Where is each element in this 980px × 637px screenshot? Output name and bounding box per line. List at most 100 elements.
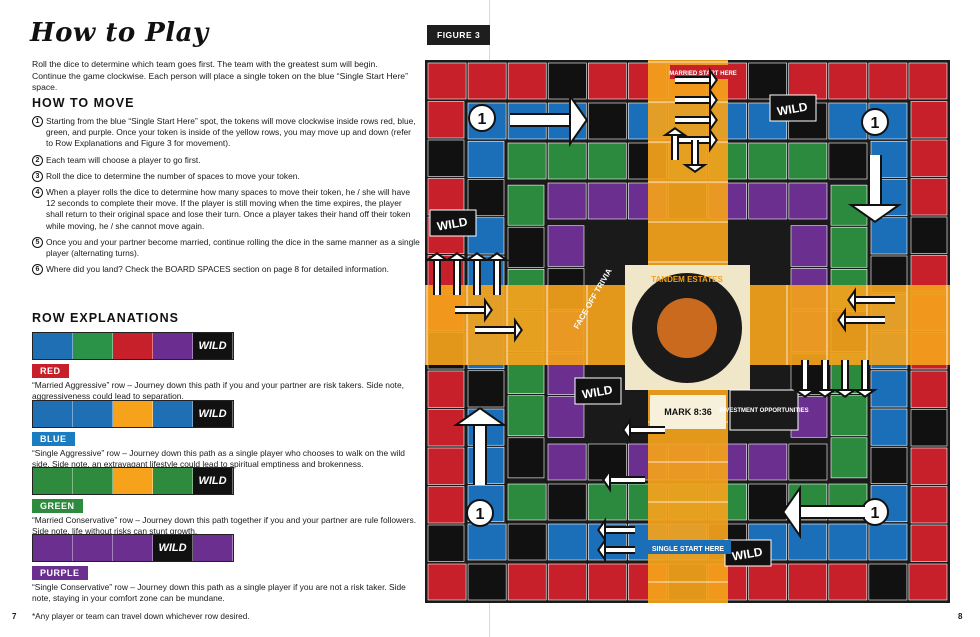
board-space bbox=[870, 370, 908, 408]
board-space bbox=[507, 437, 545, 479]
arrowhead-icon bbox=[709, 87, 718, 113]
start-circle-icon bbox=[861, 108, 889, 136]
arrowhead-icon bbox=[464, 252, 490, 261]
step-number: 2 bbox=[32, 154, 43, 166]
board-space bbox=[910, 370, 948, 408]
row-strip: WILD bbox=[32, 332, 234, 360]
board-space bbox=[547, 483, 587, 521]
arrowhead-icon bbox=[602, 467, 611, 493]
start-number: 1 bbox=[478, 111, 487, 128]
step-text: Where did you land? Check the BOARD SPAC… bbox=[46, 264, 389, 275]
arrowhead-icon bbox=[597, 517, 606, 543]
arrowhead-icon bbox=[514, 317, 523, 343]
board-space bbox=[748, 62, 787, 100]
board-space bbox=[547, 62, 587, 100]
wild-icon bbox=[429, 209, 477, 237]
row-blue: WILD BLUE “Single Aggressive” row – Jour… bbox=[32, 400, 422, 469]
board-space bbox=[547, 225, 585, 267]
board-space bbox=[830, 226, 868, 268]
row-explanations-heading: ROW EXPLANATIONS bbox=[32, 311, 180, 325]
footnote: *Any player or team can travel down whic… bbox=[32, 612, 250, 621]
investment-label: INVESTMENT OPPORTUNITIES bbox=[719, 408, 808, 414]
row-strip: WILD bbox=[32, 400, 234, 428]
row-text: “Married Conservative” row – Journey dow… bbox=[32, 515, 417, 536]
row-text: “Single Aggressive” row – Journey down t… bbox=[32, 448, 405, 469]
board-space bbox=[828, 102, 868, 140]
board-space bbox=[427, 486, 465, 524]
board-space bbox=[830, 437, 868, 479]
board-space bbox=[828, 142, 868, 180]
board-space bbox=[908, 62, 948, 100]
arrowhead-icon bbox=[682, 164, 708, 173]
married-start-space bbox=[670, 65, 736, 79]
wild-icon: WILD bbox=[153, 535, 193, 561]
arrowhead-icon bbox=[425, 252, 450, 261]
board-space bbox=[547, 142, 587, 180]
board-space bbox=[427, 101, 465, 139]
arrowhead-icon bbox=[597, 537, 606, 563]
board-space bbox=[788, 563, 828, 601]
wild-label: WILD bbox=[776, 99, 809, 118]
sun-icon bbox=[657, 298, 717, 358]
arrowhead-icon bbox=[847, 204, 903, 224]
row-text: “Single Conservative” row – Journey down… bbox=[32, 582, 406, 603]
arrowhead-icon bbox=[832, 389, 858, 398]
step-text: When a player rolls the dice to determin… bbox=[46, 187, 411, 231]
wild-icon: WILD bbox=[193, 468, 233, 494]
arrowhead-icon bbox=[484, 252, 510, 261]
board-space bbox=[788, 142, 828, 180]
intro-paragraph: Roll the dice to determine which team go… bbox=[32, 59, 408, 92]
page-number: 8 bbox=[958, 612, 963, 621]
board-space bbox=[828, 523, 868, 561]
wild-icon bbox=[769, 94, 817, 122]
arrowhead-icon bbox=[452, 406, 508, 426]
step-number: 3 bbox=[32, 170, 43, 182]
board-space bbox=[507, 395, 545, 437]
single-start-label: SINGLE START HERE bbox=[652, 546, 725, 553]
start-number: 1 bbox=[871, 505, 880, 522]
board-space bbox=[910, 486, 948, 524]
how-to-move-heading: HOW TO MOVE bbox=[32, 96, 135, 110]
row-tag: GREEN bbox=[32, 499, 83, 513]
row-tag: RED bbox=[32, 364, 69, 378]
row-tag: PURPLE bbox=[32, 566, 88, 580]
left-page: How to Play Roll the dice to determine w… bbox=[0, 0, 488, 637]
arrowhead-icon bbox=[847, 287, 856, 313]
board-space bbox=[427, 563, 467, 601]
board-space bbox=[467, 523, 507, 561]
start-number: 1 bbox=[871, 115, 880, 132]
board-space bbox=[588, 563, 627, 601]
board-space bbox=[868, 523, 908, 561]
step-number: 6 bbox=[32, 264, 43, 276]
board-space bbox=[467, 62, 507, 100]
wild-icon: WILD bbox=[193, 401, 233, 427]
board-space bbox=[547, 182, 587, 220]
board-space bbox=[507, 523, 547, 561]
step-text: Each team will choose a player to go fir… bbox=[46, 154, 201, 165]
board-space bbox=[587, 182, 627, 220]
step-number: 5 bbox=[32, 236, 43, 248]
board-space bbox=[748, 483, 788, 521]
arrowhead-icon bbox=[709, 127, 718, 153]
board-space bbox=[507, 62, 547, 100]
figure-label: FIGURE 3 bbox=[427, 25, 491, 45]
board-space bbox=[507, 563, 547, 601]
board-space bbox=[830, 395, 868, 437]
board-space bbox=[467, 140, 505, 178]
start-circle-icon bbox=[468, 104, 496, 132]
investment-space bbox=[729, 389, 799, 431]
row-purple: WILD PURPLE “Single Conservative” row – … bbox=[32, 534, 422, 603]
board-space bbox=[868, 563, 908, 601]
board-space bbox=[870, 217, 908, 255]
center-ring-label: TANDEM ESTATES bbox=[651, 275, 723, 284]
row-green: WILD GREEN “Married Conservative” row – … bbox=[32, 467, 422, 536]
board-space bbox=[870, 408, 908, 446]
arrowhead-icon bbox=[569, 92, 589, 148]
row-strip: WILD bbox=[32, 467, 234, 495]
